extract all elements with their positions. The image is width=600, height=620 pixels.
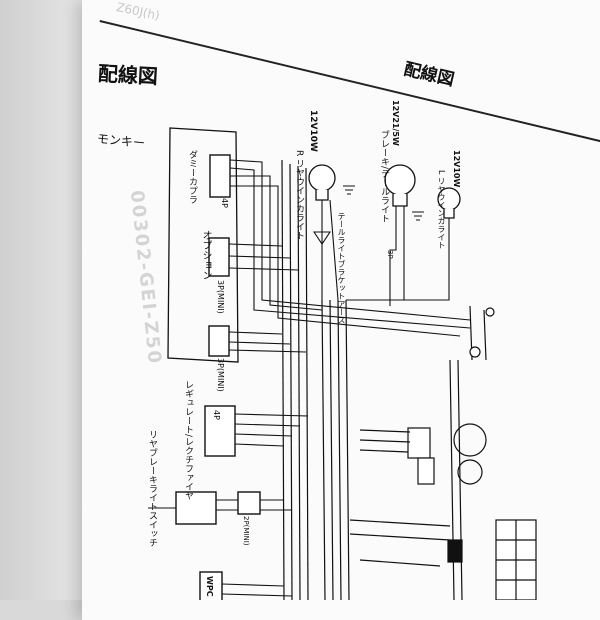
rear-brake-switch-label: リヤブレーキライトスイッチ: [147, 430, 157, 547]
brake-tail-bulb: [384, 164, 416, 207]
regulator-box: [204, 405, 236, 457]
option-box: [167, 127, 239, 363]
rear-winker-right-rating: 12V10W: [308, 110, 318, 152]
brake-tail-rating: 12V21/5W: [391, 100, 400, 146]
wiring-diagram: [148, 127, 537, 600]
wpc-box: [199, 571, 223, 600]
rear-winker-left-label: L リヤウインカライト: [437, 170, 446, 249]
brake-tail-label: ブレーキ/テールライト: [379, 130, 389, 224]
brake-switch-wires: [148, 499, 293, 597]
lamp-wires: [321, 199, 450, 306]
connector-3p-right-label: 3P: [386, 250, 394, 259]
right-side-components: [349, 305, 537, 600]
connector-3p-mini-2-label: 3P(MINI): [216, 358, 225, 392]
connector-3p-mini-2: [208, 325, 230, 357]
main-harness: [281, 159, 350, 600]
connector-3p-mini-1: [208, 237, 230, 277]
rear-winker-left: [437, 187, 461, 219]
connector-4p-mid-label: 4P: [212, 410, 221, 420]
dummy-coupler-label: ダミーカプラ: [187, 150, 197, 204]
regulator-label: レギュレート/レクチファイヤ: [183, 380, 193, 501]
regulator-wires: [234, 413, 309, 447]
rear-winker-right: [308, 164, 336, 201]
earth-symbols: [343, 185, 424, 221]
top-connector-wires: [229, 159, 471, 337]
rear-winker-left-rating: 12V10W: [452, 150, 461, 188]
rear-winker-right-label: R リヤウインカライト: [294, 150, 304, 241]
connector-3p-mini-1-label: 3P(MINI): [216, 280, 225, 314]
connector-4p-top-label: 4P: [220, 198, 229, 208]
option-label: オプション: [200, 230, 211, 280]
connector-4p-top: [209, 154, 231, 198]
wpc-label: WPC: [205, 576, 214, 597]
mini-connector-wires: [228, 243, 307, 353]
connector-2p-mini-label: 2P(MINI): [242, 516, 250, 546]
diode-symbol: [312, 231, 332, 245]
tail-bracket-earth-label: テールライトブラケットアース: [337, 212, 346, 324]
connector-2p-mini: [237, 491, 261, 515]
